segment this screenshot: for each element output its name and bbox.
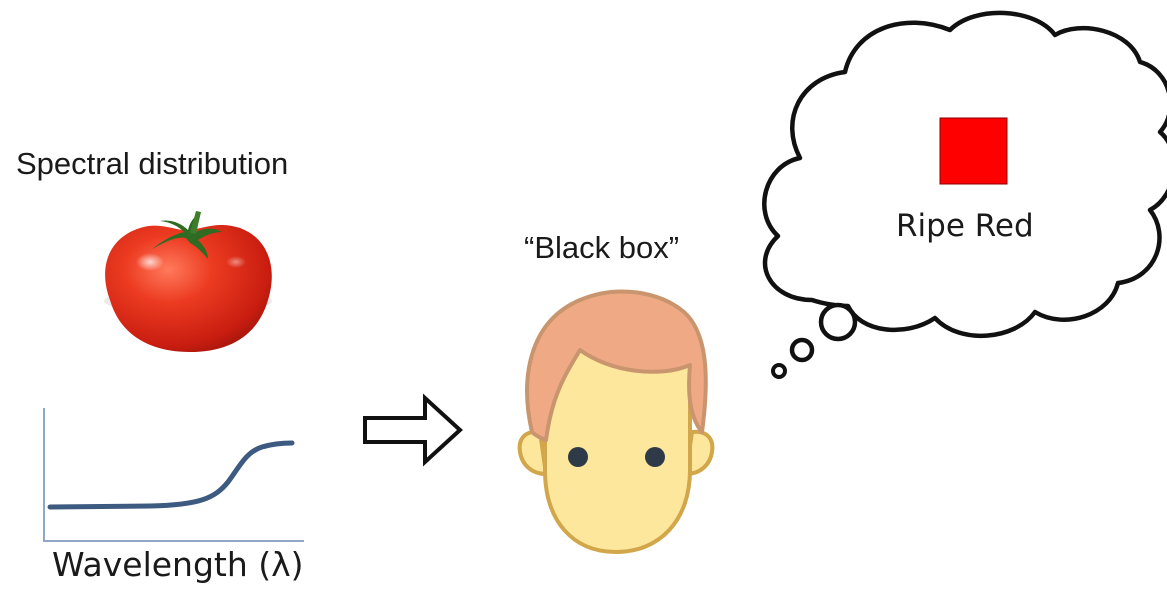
percept-label: Ripe Red xyxy=(896,208,1034,244)
observer-label: “Black box” xyxy=(524,230,680,265)
spectral-curve xyxy=(47,440,295,510)
person-face-icon xyxy=(517,289,715,555)
thought-bubble-icon xyxy=(762,10,1167,379)
percept-color-swatch xyxy=(939,117,1008,185)
tomato-icon xyxy=(104,211,272,352)
right-arrow-icon xyxy=(363,393,463,467)
left-eye xyxy=(568,447,588,467)
spectral-plot xyxy=(43,408,304,542)
axis-label: Wavelength (λ) xyxy=(52,545,304,584)
stimulus-label: Spectral distribution xyxy=(16,146,289,181)
right-eye xyxy=(645,447,665,467)
